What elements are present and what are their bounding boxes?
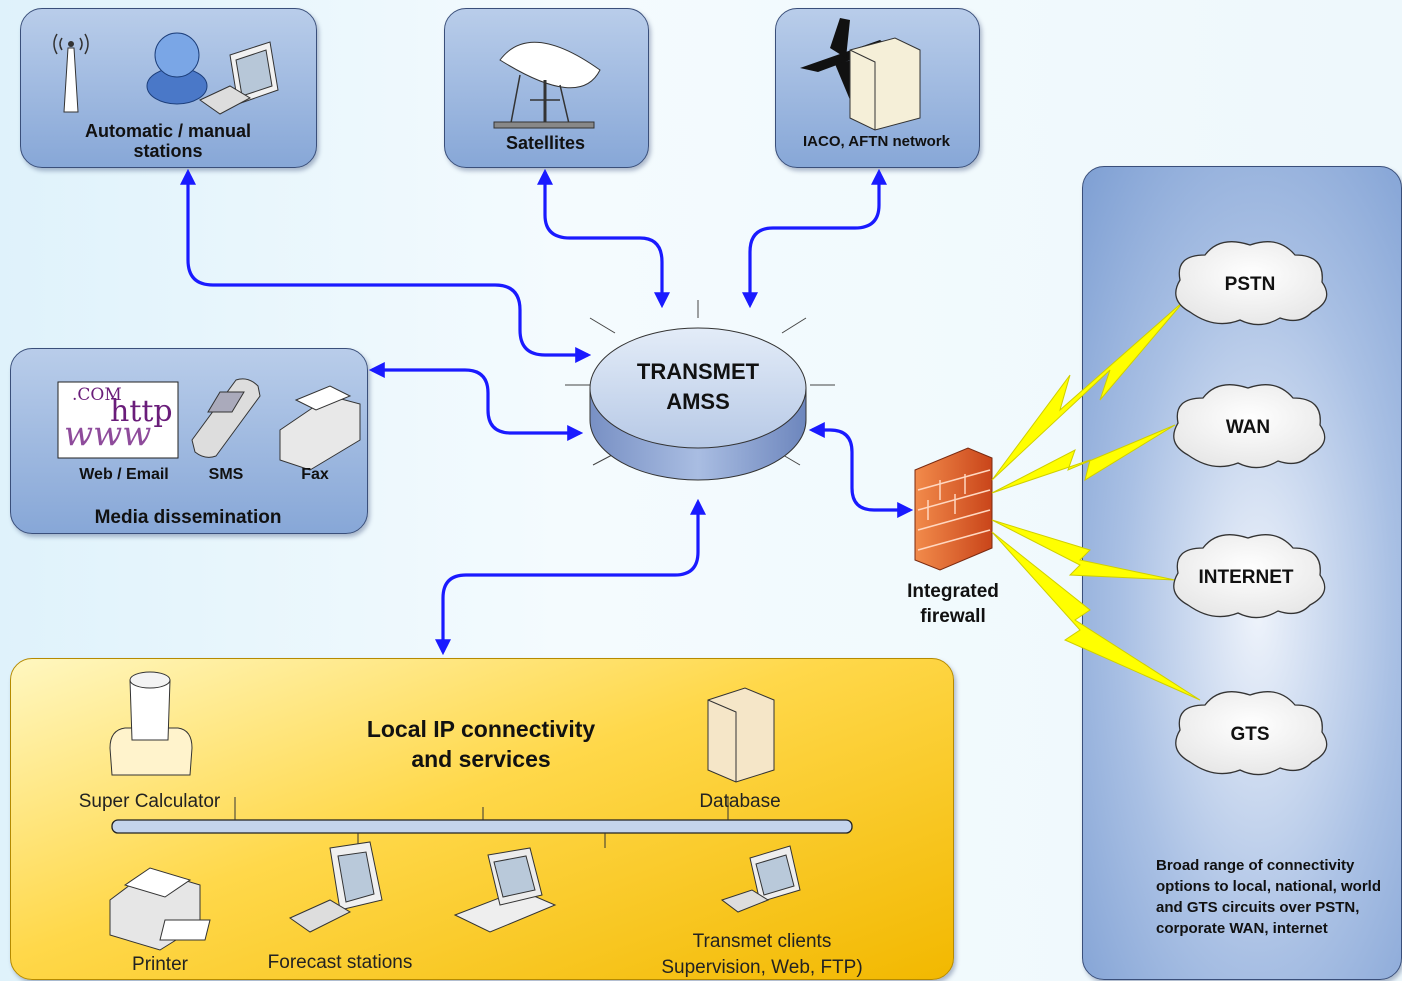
lightning-wan bbox=[991, 424, 1176, 494]
computer-icon bbox=[199, 41, 279, 115]
local-services-title: Local IP connectivity and services bbox=[366, 716, 596, 772]
lightning-pstn bbox=[991, 299, 1186, 481]
cloud-wan bbox=[1173, 384, 1326, 469]
cloud-label-gts: GTS bbox=[1230, 724, 1270, 745]
web-logo-http: http bbox=[110, 394, 173, 429]
database-label: Database bbox=[699, 791, 781, 812]
web-email-icon bbox=[57, 381, 179, 459]
super-calculator-label: Super Calculator bbox=[78, 791, 221, 812]
web-email-label: Web / Email bbox=[79, 466, 169, 483]
arrow-stations bbox=[180, 168, 592, 363]
transmet-clients-label: Transmet clients Supervision, Web, FTP) bbox=[661, 931, 863, 978]
fax-label: Fax bbox=[301, 466, 329, 483]
firewall-label: Integrated firewall bbox=[907, 581, 999, 627]
iaco-label: IACO, AFTN network bbox=[803, 133, 950, 150]
printer-icon bbox=[109, 867, 211, 951]
cloud-label-internet: INTERNET bbox=[1198, 567, 1294, 588]
arrow-media bbox=[368, 362, 584, 441]
media-title: Media dissemination bbox=[94, 507, 282, 528]
antenna-icon bbox=[53, 33, 89, 113]
satellite-dish-icon bbox=[493, 41, 601, 129]
arrow-iaco bbox=[742, 168, 887, 309]
cloud-internet bbox=[1173, 534, 1326, 619]
forecast-stations-label: Forecast stations bbox=[267, 952, 413, 973]
lightning-internet bbox=[991, 519, 1176, 581]
transmet-amss-node bbox=[589, 327, 807, 481]
web-logo-www: www bbox=[64, 414, 152, 454]
forecast-station-icon bbox=[288, 841, 383, 933]
firewall-icon bbox=[914, 447, 993, 571]
cloud-label-wan: WAN bbox=[1225, 417, 1271, 438]
server-icon bbox=[849, 37, 921, 131]
database-server-icon bbox=[707, 687, 775, 783]
lightning-gts bbox=[991, 531, 1201, 701]
cloud-label-pstn: PSTN bbox=[1224, 274, 1276, 295]
super-calculator-icon bbox=[109, 671, 193, 776]
user-icon bbox=[146, 32, 208, 105]
network-bus bbox=[111, 797, 853, 848]
cloud-gts bbox=[1175, 691, 1328, 776]
center-title-line2: AMSS bbox=[666, 389, 730, 414]
web-logo-com: .COM bbox=[72, 385, 122, 405]
printer-label: Printer bbox=[132, 954, 188, 975]
satellites-label: Satellites bbox=[505, 133, 586, 153]
arrow-local bbox=[435, 498, 706, 656]
fax-icon bbox=[279, 385, 361, 471]
sms-phone-icon bbox=[191, 378, 261, 458]
arrow-firewall bbox=[808, 422, 914, 518]
workstation-icon bbox=[453, 847, 557, 933]
center-title-line1: TRANSMET bbox=[636, 359, 760, 384]
transmet-client-icon bbox=[720, 845, 801, 913]
stations-label: Automatic / manual stations bbox=[84, 121, 252, 161]
connectivity-description: Broad range of connectivity options to l… bbox=[1156, 857, 1381, 937]
arrow-satellites bbox=[537, 168, 670, 309]
sms-label: SMS bbox=[208, 466, 244, 483]
cloud-pstn bbox=[1175, 241, 1328, 326]
